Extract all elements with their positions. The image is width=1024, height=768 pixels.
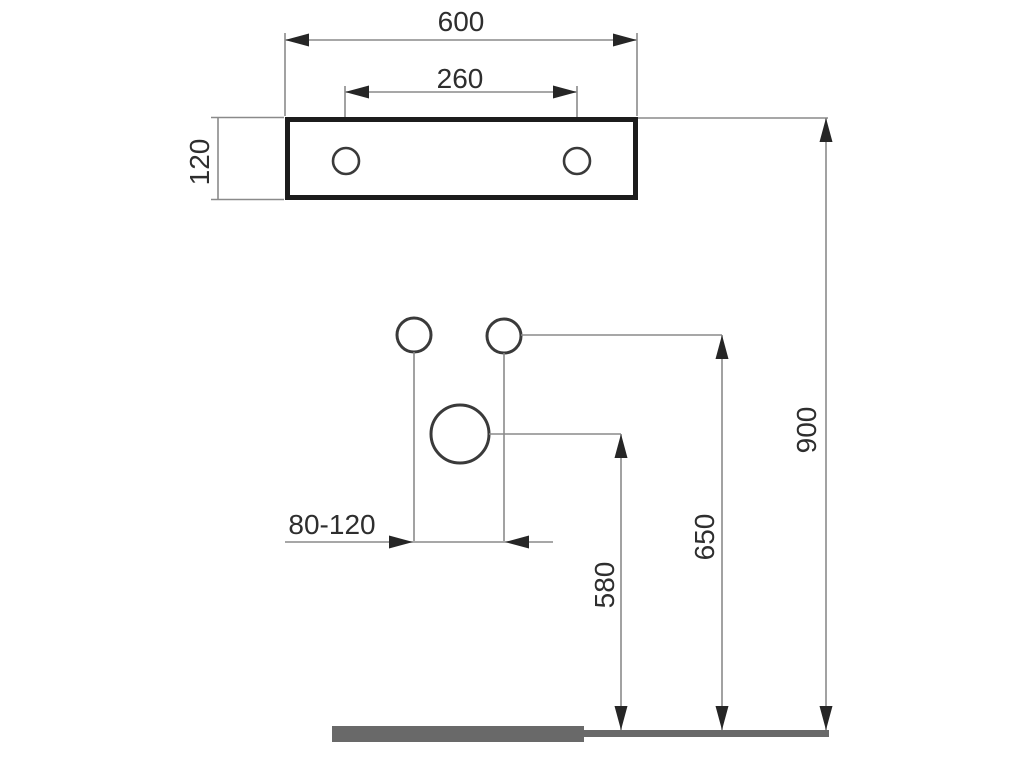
dim-total-width-arrow-left <box>285 33 309 47</box>
dim-panel-height-label: 120 <box>184 139 215 186</box>
dim-total-height: 900 <box>638 117 833 730</box>
dim-connection-spacing-arrow-right <box>505 535 529 549</box>
mounting-hole-left <box>331 146 361 176</box>
supply-connection-right <box>485 317 523 355</box>
dim-drain-height-arrow-top <box>614 434 628 458</box>
dim-total-width-arrow-right <box>613 33 637 47</box>
dim-supply-height: 650 <box>689 335 729 730</box>
dim-connection-spacing: 80-120 <box>285 509 553 549</box>
dim-connection-spacing-label: 80-120 <box>288 509 375 540</box>
dim-total-height-arrow-top <box>819 118 833 142</box>
dim-total-height-arrow-bottom <box>819 706 833 730</box>
dim-total-width: 600 <box>284 6 638 116</box>
supply-connection-left <box>395 316 433 354</box>
dim-panel-height: 120 <box>184 116 284 201</box>
dim-hole-spacing-arrow-right <box>553 85 577 99</box>
dim-supply-height-label: 650 <box>689 514 720 561</box>
dim-drain-height-label: 580 <box>589 562 620 609</box>
dim-hole-spacing: 260 <box>344 63 578 147</box>
floor-bar-thin <box>584 730 829 737</box>
dim-supply-height-arrow-bottom <box>715 706 729 730</box>
dim-connection-spacing-arrow-left <box>389 535 413 549</box>
mounting-hole-right <box>562 146 592 176</box>
panel <box>285 117 638 200</box>
drain-connection <box>429 403 491 465</box>
connection-points <box>395 316 722 541</box>
floor-line <box>332 726 829 742</box>
dim-hole-spacing-label: 260 <box>437 63 484 94</box>
dim-total-height-label: 900 <box>791 407 822 454</box>
dim-total-width-label: 600 <box>438 6 485 37</box>
floor-bar-thick <box>332 726 584 742</box>
dim-drain-height: 580 <box>589 434 628 730</box>
dim-drain-height-arrow-bottom <box>614 706 628 730</box>
dim-supply-height-arrow-top <box>715 335 729 359</box>
dim-hole-spacing-arrow-left <box>345 85 369 99</box>
